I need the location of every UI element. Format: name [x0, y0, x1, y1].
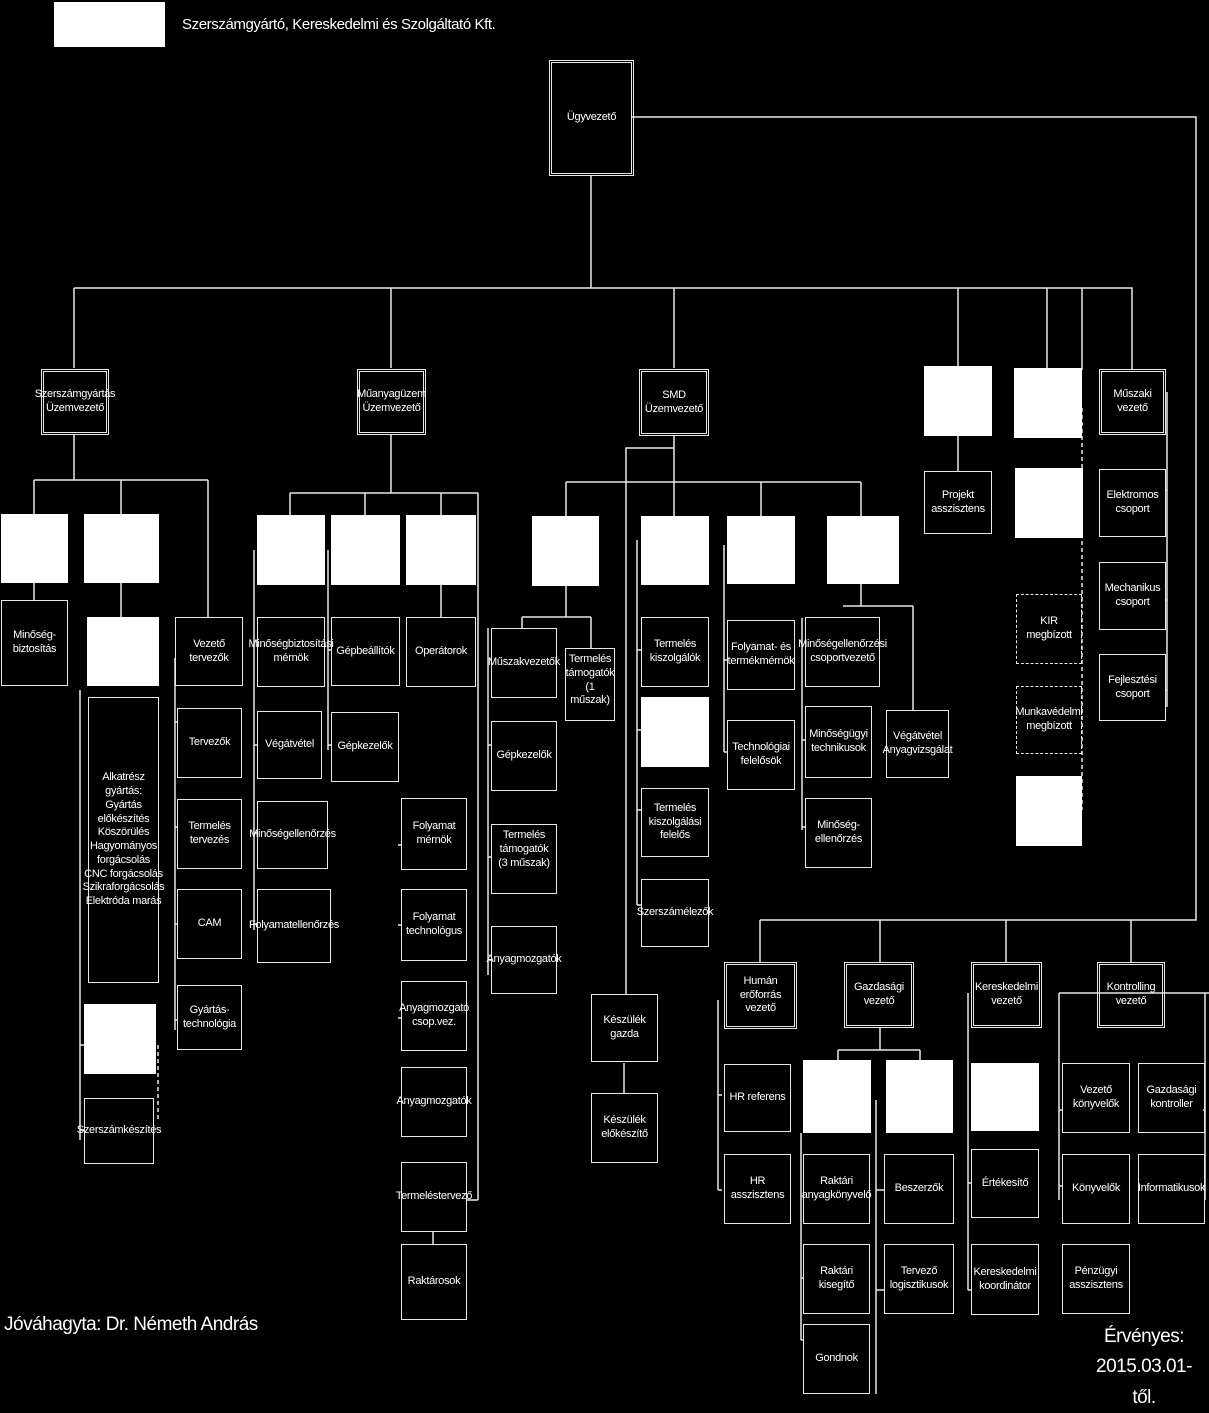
redacted-box [84, 514, 159, 583]
org-node-minosegbiztositasi-mernok: Minőségbiztosítási mérnök [248, 617, 334, 687]
redacted-box [827, 516, 899, 584]
org-node-hr-asszisztens: HR asszisztens [724, 1154, 791, 1224]
org-node-anyagmozgato-csopvez: Anyagmozgató csop.vez. [399, 981, 469, 1051]
org-node-cam: CAM [177, 889, 242, 959]
redacted-box [803, 1060, 871, 1133]
valid-from: Érvényes: 2015.03.01-től. [1096, 1326, 1192, 1408]
redacted-box [971, 1063, 1039, 1131]
org-node-raktari-anyagkonyvelo: Raktári anyagkönyvelő [802, 1154, 872, 1224]
org-node-vegatvetel-anyagvizsgalat: Végátvétel Anyagvizsgálat [883, 710, 953, 778]
redacted-box [331, 515, 400, 585]
org-node-raktarosok: Raktárosok [401, 1244, 467, 1320]
org-node-gepkezelok-smd: Gépkezelők [491, 721, 557, 791]
org-node-alkatresz-gyartas: Alkatrész gyártás: Gyártás előkészítés K… [83, 697, 165, 983]
redacted-box [641, 516, 709, 585]
org-node-gepbeallitok: Gépbeállítók [331, 617, 400, 686]
org-node-human-eroforras-vezeto: Humán erőforrás vezető [724, 962, 797, 1029]
org-node-hr-referens: HR referens [724, 1064, 791, 1132]
org-node-kir-megbizott: KIR megbízott [1016, 594, 1082, 664]
redacted-box [924, 366, 992, 436]
org-node-gyartastechnologia: Gyártás- technológia [177, 985, 242, 1050]
redacted-box [84, 1004, 156, 1074]
org-node-szerszamgyartas: Szerszámgyártás Üzemvezető [35, 369, 116, 435]
redacted-box [257, 515, 325, 585]
approved-by: Jóváhagyta: Dr. Németh András [4, 1314, 258, 1335]
org-node-keszulek-elokeszito: Készülék előkészítő [591, 1093, 658, 1163]
redacted-box [406, 515, 476, 585]
redacted-box [1, 514, 68, 583]
org-node-termeles-tamogatok-1: Termelés támogatók (1 műszak) [565, 648, 615, 721]
org-node-gazdasagi-vezeto: Gazdasági vezető [844, 962, 914, 1028]
org-node-informatikusok: Informatikusok [1138, 1154, 1205, 1224]
org-node-termeles-kiszolgalok: Termelés kiszolgálók [641, 617, 709, 687]
org-node-gazdasagi-kontroller: Gazdasági kontroller [1138, 1063, 1205, 1133]
company-name: Szerszámgyártó, Kereskedelmi és Szolgált… [182, 16, 496, 33]
org-node-technologiai-felelosok: Technológiai felelősök [727, 720, 795, 790]
org-node-elektromos-csoport: Elektromos csoport [1099, 469, 1166, 537]
org-node-kereskedelmi-koordinator: Kereskedelmi koordinátor [971, 1244, 1039, 1315]
org-node-minosegugyi-technikusok: Minőségügyi technikusok [805, 706, 872, 778]
org-node-termeles-tamogatok-3: Termelés támogatók (3 műszak) [491, 824, 557, 894]
org-node-mechanikus-csoport: Mechanikus csoport [1099, 562, 1166, 630]
company-logo [54, 2, 165, 47]
org-node-keszulek-gazda: Készülék gazda [591, 994, 658, 1062]
org-node-termelestervezo: Termeléstervező [396, 1162, 472, 1232]
redacted-box [532, 516, 599, 586]
org-node-minosegellenorzes-smd: Minőség- ellenőrzés [805, 798, 872, 868]
org-node-raktari-kisegito: Raktári kisegítő [803, 1244, 870, 1314]
org-node-gondnok: Gondnok [803, 1324, 870, 1394]
redacted-box [87, 617, 159, 686]
org-node-vezeto-konyvelok: Vezető könyvelők [1062, 1063, 1130, 1133]
redacted-box [1014, 368, 1082, 438]
org-node-kereskedelmi-vezeto: Kereskedelmi vezető [971, 962, 1042, 1028]
org-node-penzugyi-asszisztens: Pénzügyi asszisztens [1062, 1244, 1130, 1314]
org-node-vezeto-tervezok: Vezető tervezők [175, 617, 243, 686]
org-node-folyamat-es-termekmernok: Folyamat- és termékmérnök [727, 620, 795, 690]
org-node-minosegellenorzesi-csoportvezeto: Minőségellenőrzési csoportvezető [798, 617, 887, 687]
org-node-munkavedelmi-megbizott: Munkavédelmi megbízott [1015, 686, 1083, 754]
org-node-fejlesztesi-csoport: Fejlesztési csoport [1099, 654, 1166, 721]
org-node-folyamat-mernok: Folyamat mérnök [401, 798, 467, 870]
org-node-muszaki-vezeto: Műszaki vezető [1099, 369, 1166, 435]
org-node-termeles-tervezes: Termelés tervezés [177, 799, 242, 869]
org-node-kontrolling-vezeto: Kontrolling vezető [1097, 962, 1165, 1028]
org-node-minosegellenorzes-mu: Minőségellenőrzés [249, 801, 336, 869]
org-node-szerszamkeszites: Szerszámkészítés [77, 1098, 162, 1164]
redacted-box [1016, 776, 1082, 846]
redacted-box [1015, 468, 1083, 538]
org-node-minosegbiztositas: Minőség- biztosítás [1, 600, 68, 686]
org-node-folyamatellenorzes: Folyamatellenőrzés [249, 889, 339, 963]
org-node-vegatvetel-mu: Végátvétel [257, 711, 322, 779]
org-node-operatorok: Operátorok [406, 617, 476, 687]
org-node-muanyaguzem: Műanyagüzem Üzemvezető [357, 369, 426, 435]
org-node-anyagmozgatok-smd: Anyagmozgatók [487, 926, 562, 994]
org-node-ertekesito: Értékesítő [971, 1149, 1039, 1218]
redacted-box [886, 1060, 953, 1133]
redacted-box [727, 516, 795, 584]
org-node-muszakvezetok: Műszakvezetők [488, 628, 560, 698]
org-node-folyamat-technologus: Folyamat technológus [401, 889, 467, 961]
org-node-szerszamelezok: Szerszámélezők [637, 879, 714, 947]
redacted-box [641, 697, 709, 767]
org-node-tervezok: Tervezők [177, 708, 242, 778]
org-node-smd: SMD Üzemvezető [639, 369, 709, 436]
org-node-tervezo-logisztikusok: Tervező logisztikusok [884, 1244, 954, 1314]
org-node-beszerzok: Beszerzők [884, 1154, 954, 1224]
org-node-anyagmozgatok-mu: Anyagmozgatók [397, 1067, 472, 1137]
org-node-termeles-kiszolgalasi-felelos: Termelés kiszolgálási felelős [641, 788, 709, 857]
org-node-ugyvezeto: Ügyvezető [549, 60, 634, 176]
org-node-projekt-asszisztens: Projekt asszisztens [924, 471, 992, 534]
org-node-konyvelok: Könyvelők [1062, 1154, 1130, 1224]
org-node-gepkezelok-mu: Gépkezelők [331, 712, 399, 782]
